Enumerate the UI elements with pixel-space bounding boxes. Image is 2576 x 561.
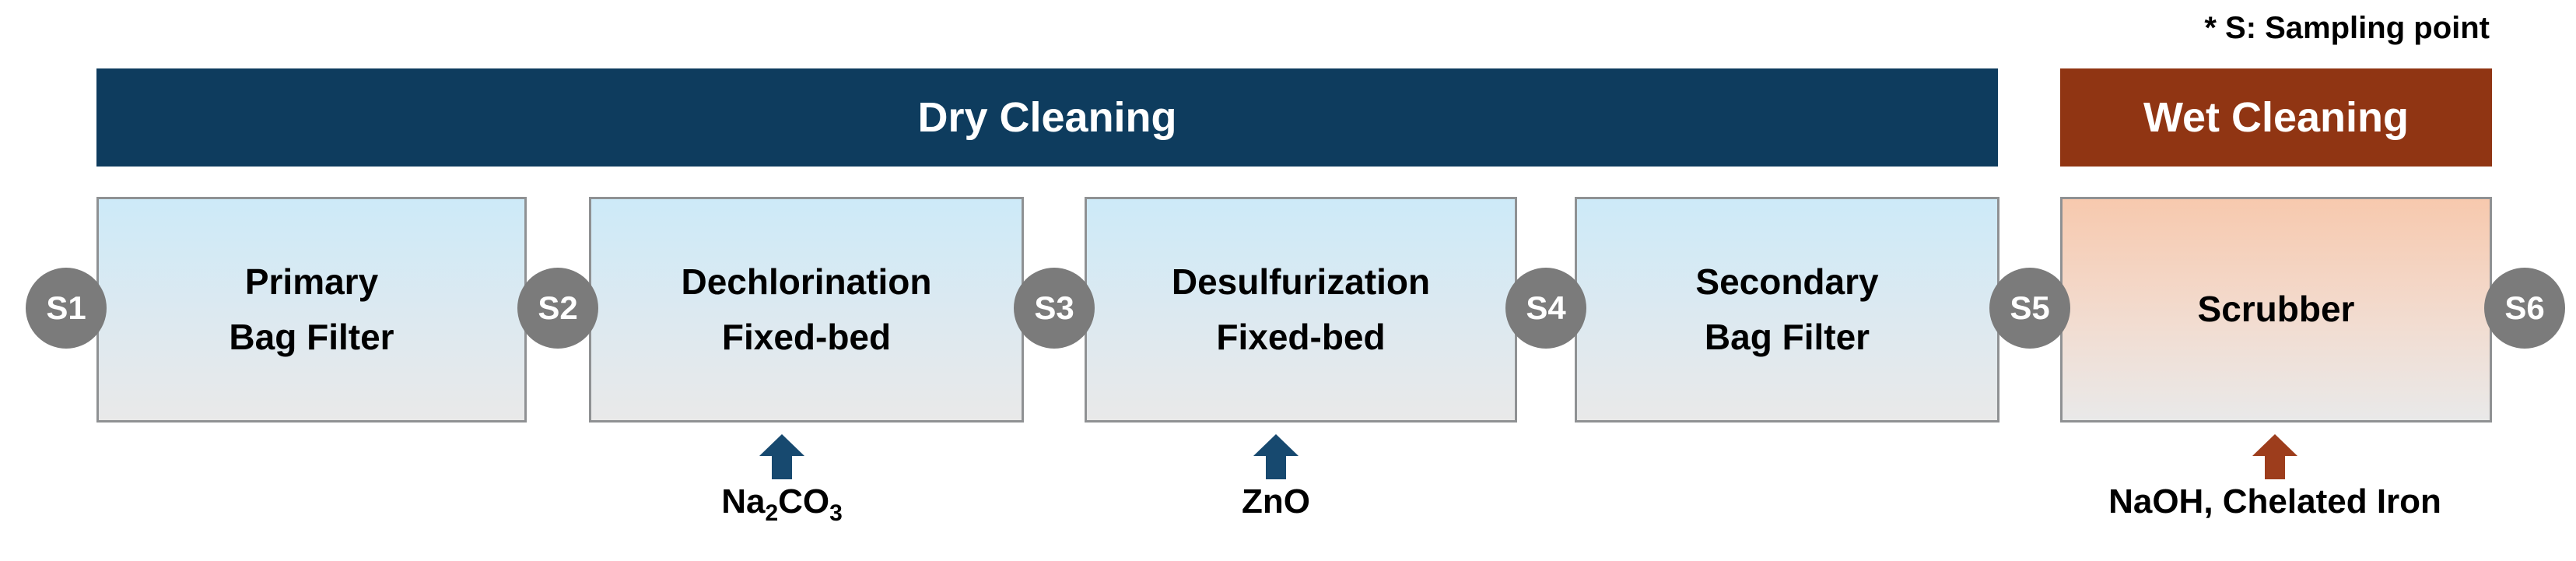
sampling-point-badge-s3: S3 [1014, 268, 1095, 349]
up-arrow-shaft [772, 456, 792, 479]
unit-label-line1: Dechlorination [681, 261, 932, 302]
section-header-dry-cleaning: Dry Cleaning [96, 68, 1998, 167]
unit-label-line2: Fixed-bed [1216, 317, 1386, 357]
up-arrow-icon [1253, 434, 1299, 479]
unit-label-line1: Secondary [1695, 261, 1879, 302]
unit-box-scrubber: Scrubber [2060, 197, 2492, 423]
unit-label-line1: Desulfurization [1171, 261, 1431, 302]
additive-label-na2co3: Na2CO3 [721, 482, 843, 526]
up-arrow-head [1253, 434, 1299, 456]
unit-box-dechlorination-fixed-bed: Dechlorination Fixed-bed [589, 197, 1024, 423]
unit-label-line2: Bag Filter [1704, 317, 1870, 357]
additive-label-zno: ZnO [1242, 482, 1310, 521]
up-arrow-icon [759, 434, 804, 479]
sampling-point-badge-s5: S5 [1989, 268, 2070, 349]
unit-box-primary-bag-filter: Primary Bag Filter [96, 197, 527, 423]
additive-label-naoh-chelated-iron: NaOH, Chelated Iron [2108, 482, 2441, 521]
up-arrow-shaft [2265, 456, 2285, 479]
sampling-point-note: * S: Sampling point [2204, 11, 2490, 45]
unit-label-line2: Fixed-bed [721, 317, 892, 357]
sampling-point-badge-s2: S2 [517, 268, 598, 349]
up-arrow-head [2252, 434, 2297, 456]
sampling-point-badge-s4: S4 [1505, 268, 1586, 349]
unit-box-desulfurization-fixed-bed: Desulfurization Fixed-bed [1085, 197, 1517, 423]
unit-label-line2: Bag Filter [229, 317, 394, 357]
section-header-wet-label: Wet Cleaning [2143, 94, 2410, 141]
unit-box-secondary-bag-filter: Secondary Bag Filter [1575, 197, 1999, 423]
section-header-wet-cleaning: Wet Cleaning [2060, 68, 2492, 167]
up-arrow-icon [2252, 434, 2297, 479]
sampling-point-badge-s6: S6 [2484, 268, 2565, 349]
unit-label-line1: Primary [244, 261, 379, 302]
unit-label-line1: Scrubber [2197, 289, 2355, 330]
up-arrow-head [759, 434, 804, 456]
sampling-point-badge-s1: S1 [26, 268, 107, 349]
section-header-dry-label: Dry Cleaning [917, 94, 1177, 141]
up-arrow-shaft [1266, 456, 1286, 479]
